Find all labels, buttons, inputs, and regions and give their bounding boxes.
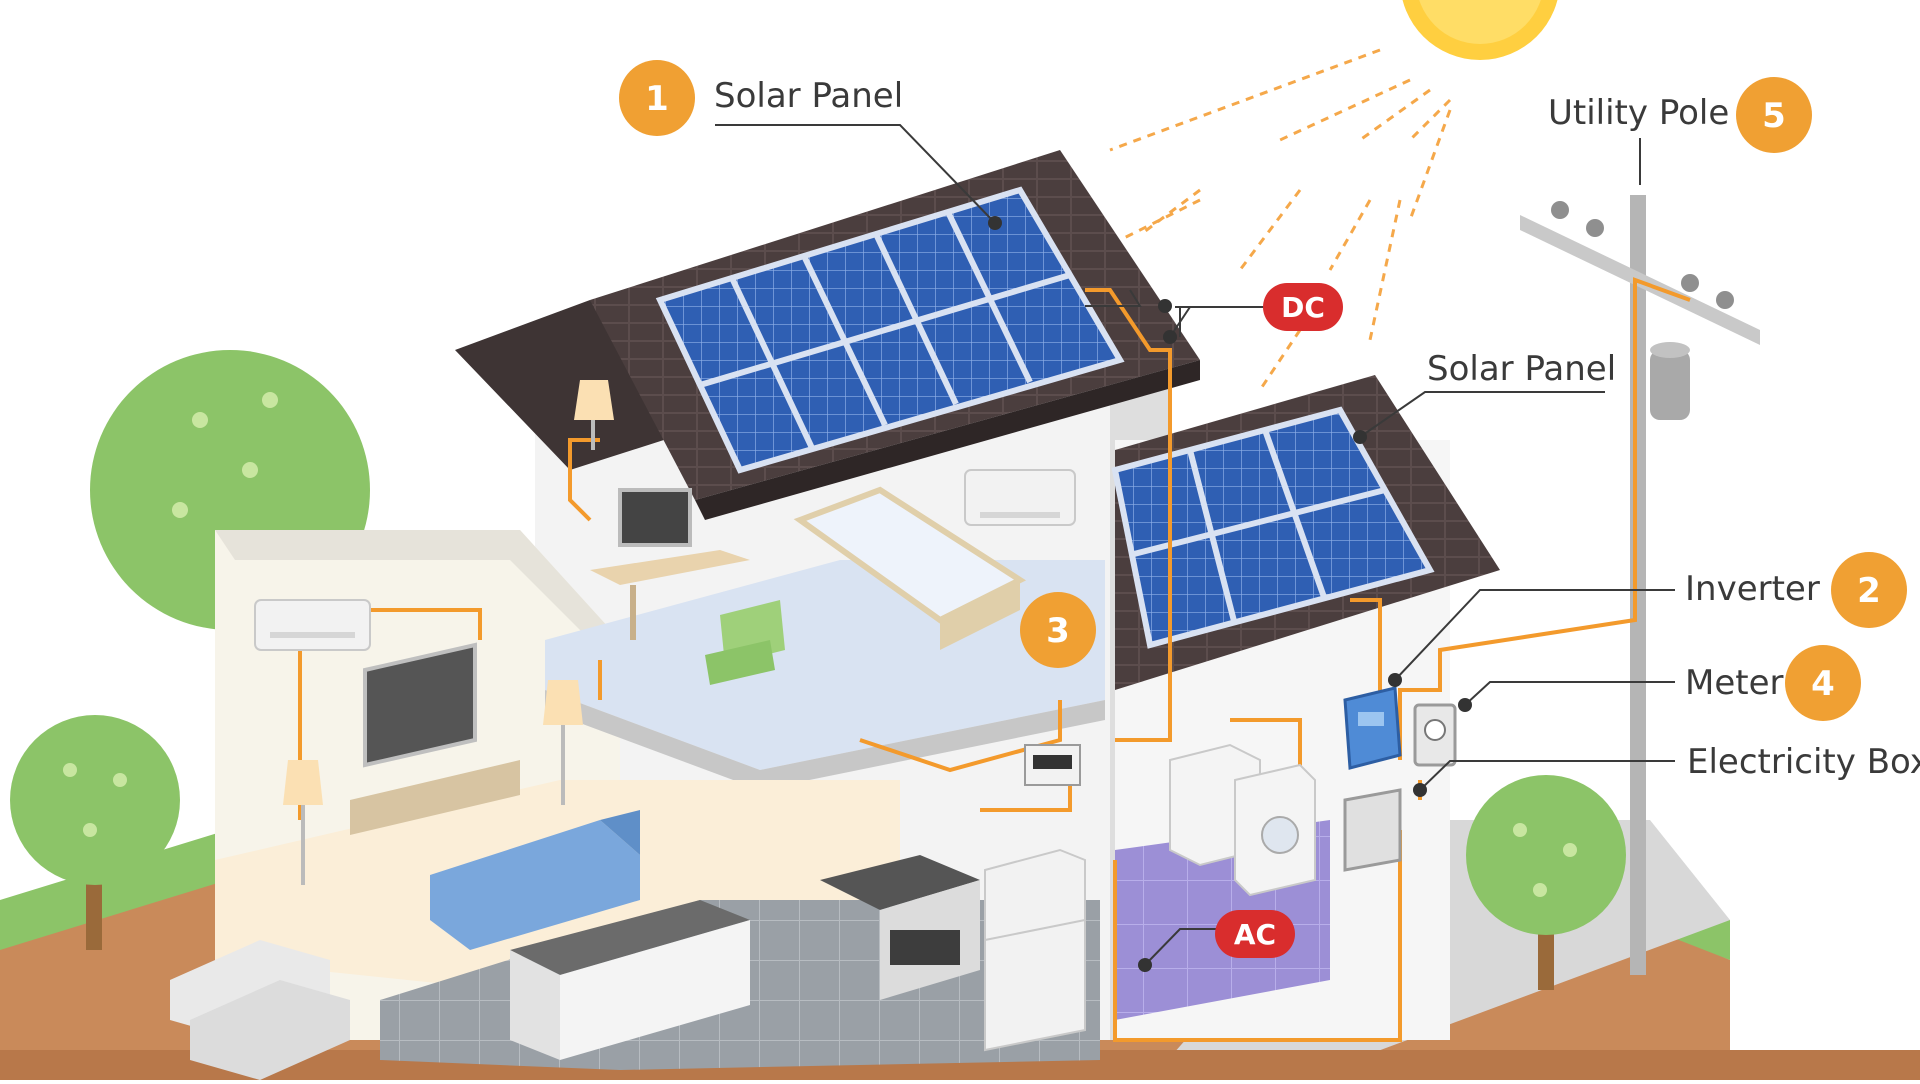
solar-panel-label: Solar Panel [714,76,903,116]
badge-4-number: 4 [1811,664,1835,704]
tree-icon [10,715,180,950]
badge-3 [1020,592,1096,668]
electricity-box-label: Electricity Box [1687,742,1920,782]
utility-pole-label: Utility Pole [1548,93,1729,133]
solar-panel-secondary-label: Solar Panel [1427,349,1616,389]
stove-icon [820,855,980,1000]
solar-panel-icon [1111,406,1435,649]
callout-electricity-box: Electricity Box [1687,742,1920,782]
wall-panel-icon [1024,744,1081,786]
dc-tag: DC [1085,283,1343,331]
tree-icon [1466,775,1626,990]
solar-panel-icon [655,186,1125,474]
callout-solar-panel-main: 1 Solar Panel [619,60,903,136]
sun-rays [1109,48,1452,391]
kitchen-counter [510,900,750,1060]
badge-3-number: 3 [1046,611,1070,651]
badge-4 [1785,645,1861,721]
callout-solar-panel-secondary: Solar Panel [1427,349,1616,389]
callout-meter: Meter 4 [1685,645,1861,721]
badge-5 [1736,77,1812,153]
washing-machine-icon [1169,743,1316,897]
lamp-icon [574,380,614,450]
desk-monitor-icon [590,488,750,640]
electricity-box-icon [1343,788,1402,872]
inverter-icon [1343,686,1402,770]
sun-icon [1402,0,1558,60]
callout-utility-pole: Utility Pole 5 [1548,77,1812,153]
tv-icon [350,642,520,835]
sofa-icon [430,810,640,950]
leader-lines [715,124,1675,972]
dc-tag-text: DC [1281,291,1325,324]
badge-1 [619,60,695,136]
lamp-icon [283,680,583,885]
electrical-wiring [298,277,1691,1042]
stairs [170,940,350,1080]
bed-icon [793,486,1027,650]
badge-2-number: 2 [1857,571,1881,611]
refrigerator-icon [984,848,1086,1052]
badge-5-number: 5 [1762,96,1786,136]
inverter-label: Inverter [1685,569,1820,609]
air-conditioner-icon [254,599,371,651]
chair-icon [705,600,785,685]
badge-2 [1831,552,1907,628]
ac-tag-text: AC [1234,918,1276,951]
meter-label: Meter [1685,663,1784,703]
callout-inverter: Inverter 2 [1685,552,1907,628]
ac-tag: AC [1215,910,1295,958]
badge-1-number: 1 [645,79,669,119]
meter-icon [1413,703,1457,767]
air-conditioner-icon [964,469,1076,526]
callout-home-interior: 3 [1020,592,1096,668]
